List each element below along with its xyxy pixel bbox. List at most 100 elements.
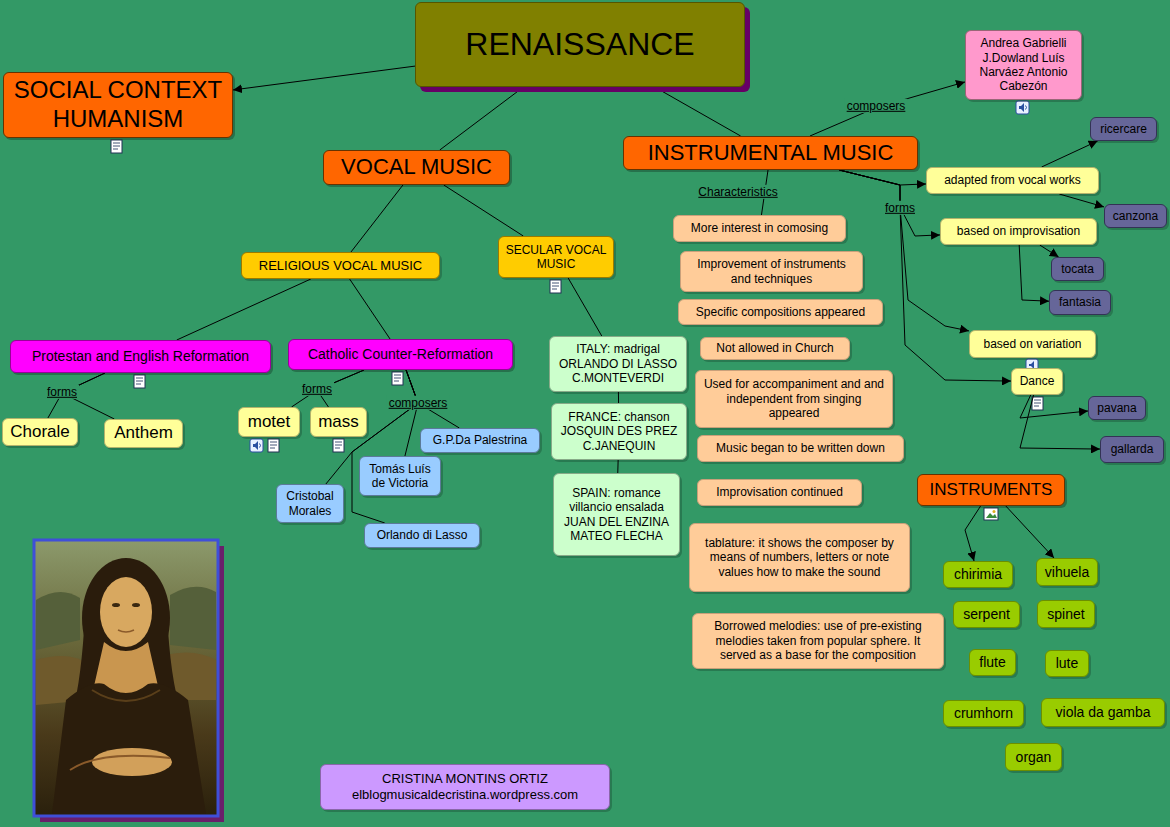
box-text: RENAISSANCE (465, 25, 694, 63)
document-icon (111, 140, 122, 153)
connector (233, 66, 415, 90)
connector (444, 185, 523, 236)
document-icon (394, 375, 401, 381)
concept-box: RENAISSANCE (415, 2, 745, 87)
box-text: flute (979, 654, 1005, 671)
concept-box: Improvisation continued (697, 479, 862, 506)
concept-box: ITALY: madrigal ORLANDO DI LASSO C.MONTE… (549, 336, 687, 392)
concept-box: Not allowed in Church (700, 337, 850, 360)
box-text: Dance (1020, 374, 1055, 388)
box-text: elblogmusicaldecristina.wordpress.com (352, 787, 578, 803)
box-text: ITALY: madrigal ORLANDO DI LASSO C.MONTE… (555, 342, 681, 385)
linking-phrase: Characteristics (696, 185, 779, 199)
box-text: VOCAL MUSIC (341, 154, 492, 180)
box-text: SECULAR VOCAL MUSIC (504, 243, 608, 272)
box-text: CRISTINA MONTINS ORTIZ (382, 771, 548, 787)
linking-phrase: composers (387, 396, 450, 410)
connector (617, 460, 618, 473)
concept-box: G.P.Da Palestrina (420, 428, 540, 453)
box-text: Catholic Counter-Reformation (308, 346, 493, 363)
concept-box: Specific compositions appeared (678, 299, 883, 325)
sleeve-fold (70, 756, 170, 770)
concept-box: motet (238, 407, 300, 437)
speaker-icon (250, 439, 263, 452)
connector (350, 279, 390, 339)
connector (965, 506, 981, 561)
connector (568, 278, 602, 336)
concept-box: CRISTINA MONTINS ORTIZelblogmusicaldecri… (320, 764, 610, 810)
concept-box: Music began to be written down (697, 435, 904, 462)
concept-box: Andrea Gabrielli J.Dowland Luís Narváez … (965, 30, 1082, 100)
box-text: Cristobal Morales (282, 489, 338, 518)
box-text: Tomás Luís de Victoria (365, 462, 435, 491)
box-text: Chorale (10, 422, 70, 442)
concept-box: Borrowed melodies: use of pre-existing m… (692, 613, 944, 669)
box-text: Orlando di Lasso (377, 528, 468, 542)
box-text: Protestan and English Reformation (32, 348, 249, 365)
speaker-icon (1019, 103, 1024, 112)
box-text: viola da gamba (1056, 704, 1151, 721)
box-text: FRANCE: chanson JOSQUIN DES PREZ C.JANEQ… (557, 410, 681, 453)
mona-lisa-painting (34, 540, 224, 822)
concept-box: mass (310, 407, 367, 437)
box-text: Anthem (114, 423, 173, 443)
connector (839, 170, 926, 185)
document-icon (392, 372, 403, 385)
box-text: INSTRUMENTAL MUSIC (648, 140, 894, 166)
image-icon (986, 513, 997, 518)
box-text: Music began to be written down (716, 441, 885, 455)
document-icon (134, 375, 145, 388)
box-text: based on variation (983, 337, 1081, 351)
concept-box: vihuela (1036, 558, 1098, 586)
landscape-hill (170, 587, 216, 650)
eye (132, 603, 140, 607)
box-text: ricercare (1100, 122, 1147, 136)
box-text: organ (1016, 749, 1052, 766)
concept-box: Catholic Counter-Reformation (288, 339, 513, 370)
concept-box: serpent (953, 601, 1020, 628)
box-text: SPAIN: romance villancio ensalada JUAN D… (559, 486, 674, 544)
box-text: pavana (1097, 401, 1136, 415)
painting-frame (34, 540, 218, 816)
concept-box: Anthem (104, 419, 183, 448)
concept-box: lute (1045, 650, 1089, 677)
connector-group (48, 66, 1104, 561)
document-icon (1034, 400, 1041, 406)
image-icon (984, 508, 998, 520)
box-text: RELIGIOUS VOCAL MUSIC (259, 258, 423, 274)
box-text: based on improvisation (957, 224, 1080, 238)
box-text: chirimia (954, 566, 1002, 583)
face (100, 577, 152, 647)
concept-box: crumhorn (943, 700, 1024, 727)
connector (1042, 141, 1098, 167)
concept-box: ricercare (1090, 117, 1157, 141)
hands (92, 748, 172, 776)
mouth (118, 630, 134, 632)
connector (351, 185, 403, 252)
concept-box: Cristobal Morales (276, 484, 344, 523)
connector (292, 370, 365, 407)
concept-box: INSTRUMENTAL MUSIC (623, 136, 918, 170)
connector (352, 370, 418, 523)
speaker-icon (253, 441, 258, 450)
document-icon (270, 442, 277, 448)
speaker-icon (1016, 101, 1029, 114)
concept-box: Tomás Luís de Victoria (359, 456, 441, 496)
box-text: Specific compositions appeared (696, 305, 865, 319)
document-icon (113, 143, 120, 149)
landscape-hill (36, 592, 80, 650)
concept-box: Used for accompaniment and and independe… (695, 370, 893, 428)
concept-box: Improvement of instruments and technique… (680, 251, 863, 292)
box-text: More interest in comosing (691, 221, 828, 235)
box-text: INSTRUMENTS (930, 480, 1053, 500)
concept-box: SPAIN: romance villancio ensalada JUAN D… (553, 473, 680, 556)
concept-box: chirimia (943, 561, 1013, 588)
concept-box: Chorale (2, 418, 78, 446)
concept-box: organ (1005, 743, 1062, 771)
box-text: motet (248, 412, 291, 432)
box-text: G.P.Da Palestrina (433, 433, 528, 447)
box-text: tocata (1061, 262, 1094, 276)
connector (618, 392, 619, 403)
neckline (92, 690, 160, 701)
